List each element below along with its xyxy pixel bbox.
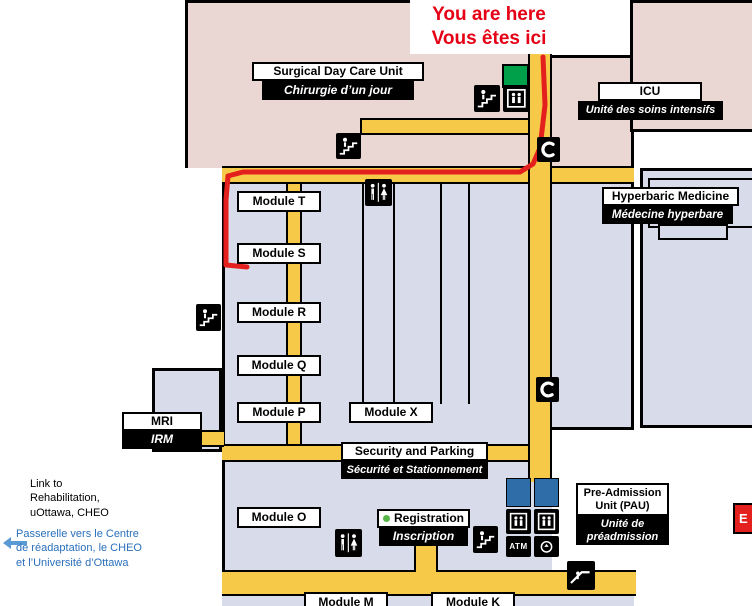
corridor-upper-horizontal xyxy=(360,118,528,135)
registration-label-text: Registration xyxy=(393,510,464,525)
stairs-icon xyxy=(473,526,498,553)
module-o-label: Module O xyxy=(237,507,321,528)
atm-icon-label: ATM xyxy=(509,542,528,551)
corridor-main-vertical xyxy=(528,0,552,482)
registration-dot-icon xyxy=(382,515,390,522)
stairs-icon xyxy=(336,133,361,159)
pau-label-en: Pre-Admission Unit (PAU) xyxy=(576,483,669,516)
mri-label-fr: IRM xyxy=(122,431,202,449)
module-m-label: Module M xyxy=(304,592,388,606)
module-r-label: Module R xyxy=(237,302,321,323)
module-t-label: Module T xyxy=(237,191,321,212)
escalator-icon xyxy=(567,561,595,590)
wall-hallway-left-b xyxy=(393,184,395,404)
emergency-label-partial: E xyxy=(733,503,752,534)
link-arrow-icon xyxy=(3,537,27,549)
link-note-en: Link to Rehabilitation, uOttawa, CHEO xyxy=(30,478,109,519)
circle-arrow-icon xyxy=(534,536,559,557)
link-note-fr: Passerelle vers le Centre de réadaptatio… xyxy=(16,528,142,569)
corridor-main-horizontal xyxy=(222,166,634,184)
pau-label-fr: Unité de préadmission xyxy=(576,516,669,545)
module-k-label: Module K xyxy=(431,592,515,606)
corridor-registration-stub xyxy=(414,546,438,572)
you-are-here-title-fr: Vous êtes ici xyxy=(431,27,547,49)
phone-icon xyxy=(537,137,560,162)
elevator-shaft-right xyxy=(534,478,559,507)
you-are-here-title: You are here Vous êtes ici xyxy=(410,0,568,54)
surgical-day-care-label-en: Surgical Day Care Unit xyxy=(252,62,424,81)
icu-label-en: ICU xyxy=(598,82,702,101)
corridor-mri-stub xyxy=(198,430,224,447)
module-x-label: Module X xyxy=(349,402,433,423)
security-label-fr: Sécurité et Stationnement xyxy=(341,461,488,479)
you-are-here-title-en: You are here xyxy=(432,4,546,25)
phone-icon xyxy=(536,377,559,402)
restroom-icon xyxy=(365,179,392,206)
module-p-label: Module P xyxy=(237,402,321,423)
elevator-shaft-left xyxy=(506,478,531,507)
icu-label-fr: Unité des soins intensifs xyxy=(578,101,723,120)
stairs-icon xyxy=(474,85,500,112)
hyperbaric-room-outline-small xyxy=(658,224,728,240)
elevator-icon xyxy=(534,509,559,534)
registration-label-en: Registration xyxy=(377,509,470,528)
security-label-en: Security and Parking xyxy=(341,442,488,461)
restroom-icon xyxy=(335,529,362,557)
wall-hallway-right-b xyxy=(468,184,470,404)
elevator-icon xyxy=(506,509,531,534)
surgical-day-care-label-fr: Chirurgie d’un jour xyxy=(262,81,414,100)
mri-label-en: MRI xyxy=(122,412,202,431)
atm-icon: ATM xyxy=(506,536,531,557)
wall-hallway-right-a xyxy=(440,184,442,404)
stairs-icon xyxy=(196,304,221,331)
module-q-label: Module Q xyxy=(237,355,321,376)
hyperbaric-label-en: Hyperbaric Medicine xyxy=(602,187,739,206)
module-s-label: Module S xyxy=(237,243,321,264)
elevator-icon xyxy=(503,85,530,112)
hyperbaric-label-fr: Médecine hyperbare xyxy=(602,206,733,224)
wall-hallway-left-a xyxy=(362,184,364,404)
registration-label-fr: Inscription xyxy=(379,528,468,546)
